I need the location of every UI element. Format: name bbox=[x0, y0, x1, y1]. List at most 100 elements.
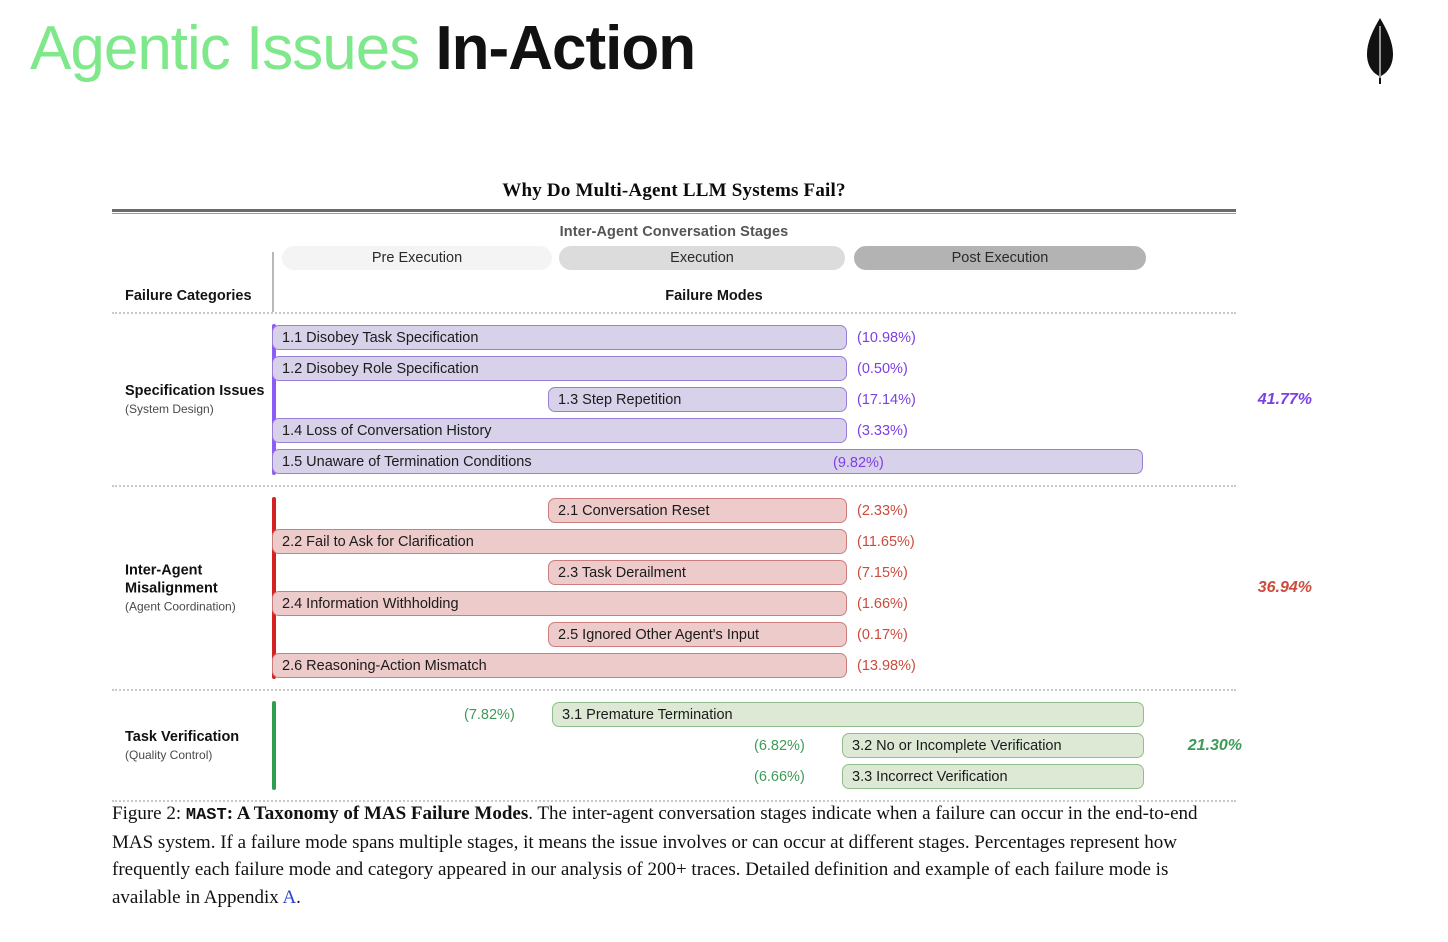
failure-mode-row: 2.5 Ignored Other Agent's Input(0.17%) bbox=[272, 619, 1236, 650]
section-separator bbox=[112, 689, 1236, 691]
category-name: Task Verification bbox=[125, 728, 240, 745]
failure-mode-label: 2.5 Ignored Other Agent's Input bbox=[558, 626, 760, 643]
failure-mode-percent: (17.14%) bbox=[857, 391, 916, 408]
failure-mode-bar-2-2[interactable]: 2.2 Fail to Ask for Clarification bbox=[272, 529, 847, 554]
figure-mast-taxonomy: Why Do Multi-Agent LLM Systems Fail? Int… bbox=[112, 180, 1312, 802]
category-name: Inter-Agent Misalignment bbox=[125, 562, 218, 596]
failure-mode-rows: 3.1 Premature Termination (7.82%) 3.2 No o… bbox=[272, 699, 1236, 792]
mongodb-leaf-logo bbox=[1367, 18, 1393, 84]
failure-mode-percent: (3.33%) bbox=[857, 422, 908, 439]
failure-mode-bar-2-1[interactable]: 2.1 Conversation Reset bbox=[548, 498, 847, 523]
stage-pill-execution[interactable]: Execution bbox=[559, 246, 845, 270]
category-section-inner: Inter-Agent Misalignment (Agent Coordinat… bbox=[112, 487, 1312, 689]
header-vertical-divider bbox=[272, 252, 274, 312]
failure-mode-label: 2.3 Task Derailment bbox=[558, 564, 686, 581]
failure-mode-label: 1.5 Unaware of Termination Conditions bbox=[282, 453, 532, 470]
caption-suffix: . bbox=[296, 886, 301, 908]
failure-mode-bar-1-2[interactable]: 1.2 Disobey Role Specification bbox=[272, 356, 847, 381]
category-section-inner: Task Verification (Quality Control) 3.1 Pr… bbox=[112, 691, 1242, 800]
failure-mode-label: 2.6 Reasoning-Action Mismatch bbox=[282, 657, 487, 674]
failure-mode-bar-2-4[interactable]: 2.4 Information Withholding bbox=[272, 591, 847, 616]
failure-mode-bar-3-3[interactable]: 3.3 Incorrect Verification bbox=[842, 764, 1144, 789]
failure-mode-row: 1.4 Loss of Conversation History (3.33%) bbox=[272, 415, 1236, 446]
caption-appendix-link[interactable]: A bbox=[282, 886, 297, 908]
failure-mode-bar-1-1[interactable]: 1.1 Disobey Task Specification bbox=[272, 325, 847, 350]
failure-mode-label: 3.1 Premature Termination bbox=[562, 706, 733, 723]
failure-mode-label: 2.1 Conversation Reset bbox=[558, 502, 710, 519]
failure-mode-label: 1.3 Step Repetition bbox=[558, 391, 682, 408]
caption-prefix: Figure 2: bbox=[112, 803, 186, 824]
failure-mode-percent: (13.98%) bbox=[857, 657, 916, 674]
category-total-1: 41.77% bbox=[1257, 390, 1312, 408]
failure-mode-bar-2-6[interactable]: 2.6 Reasoning-Action Mismatch bbox=[272, 653, 847, 678]
figure-rule-thin bbox=[112, 213, 1236, 214]
failure-modes-header: Failure Modes bbox=[665, 288, 763, 304]
failure-mode-row: 2.6 Reasoning-Action Mismatch (13.98%) bbox=[272, 650, 1236, 681]
failure-mode-bar-1-4[interactable]: 1.4 Loss of Conversation History bbox=[272, 418, 847, 443]
failure-mode-percent: (6.66%) bbox=[754, 768, 805, 785]
failure-mode-row: 2.2 Fail to Ask for Clarification (11.65%… bbox=[272, 526, 1236, 557]
figure-title: Why Do Multi-Agent LLM Systems Fail? bbox=[502, 180, 846, 201]
category-subtitle: (Quality Control) bbox=[125, 748, 213, 763]
failure-mode-percent: (10.98%) bbox=[857, 329, 916, 346]
category-section-inner: Specification Issues (System Design) 1.1 D… bbox=[112, 314, 1312, 485]
failure-mode-percent: (2.33%) bbox=[857, 502, 908, 519]
stage-axis-caption: Inter-Agent Conversation Stages bbox=[559, 224, 789, 240]
failure-mode-row: 1.1 Disobey Task Specification (10.98%) bbox=[272, 322, 1236, 353]
category-total-3: 21.30% bbox=[1187, 736, 1242, 754]
category-label-1: Specification Issues (System Design) bbox=[125, 383, 271, 417]
failure-mode-row: 2.3 Task Derailment (7.15%) bbox=[272, 557, 1236, 588]
stage-axis: Inter-Agent Conversation Stages Pre Exec… bbox=[112, 224, 1236, 286]
category-label-2: Inter-Agent Misalignment (Agent Coordinat… bbox=[125, 562, 271, 613]
failure-mode-label: 3.2 No or Incomplete Verification bbox=[852, 737, 1062, 754]
failure-mode-bar-2-5[interactable]: 2.5 Ignored Other Agent's Input bbox=[548, 622, 847, 647]
page-title-accent: Agentic Issues bbox=[30, 14, 420, 83]
page-title: Agentic Issues In-Action bbox=[30, 18, 696, 80]
failure-categories-header: Failure Categories bbox=[125, 288, 252, 304]
failure-mode-percent: (9.82%) bbox=[833, 454, 884, 471]
failure-mode-row: 2.1 Conversation Reset (2.33%) bbox=[272, 495, 1236, 526]
failure-mode-row: 1.3 Step Repetition (17.14%) bbox=[272, 384, 1236, 415]
category-spine-2 bbox=[272, 497, 276, 679]
failure-mode-row: 3.1 Premature Termination (7.82%) bbox=[272, 699, 1236, 730]
failure-mode-percent: (1.66%) bbox=[857, 595, 908, 612]
failure-mode-bar-1-5[interactable]: 1.5 Unaware of Termination Conditions (9.… bbox=[272, 449, 1143, 474]
failure-mode-label: 1.4 Loss of Conversation History bbox=[282, 422, 492, 439]
stage-pill-post-execution[interactable]: Post Execution bbox=[854, 246, 1146, 270]
category-label-3: Task Verification (Quality Control) bbox=[125, 729, 271, 763]
category-spine-1 bbox=[272, 324, 276, 475]
section-separator bbox=[112, 800, 1236, 802]
failure-mode-percent: (11.65%) bbox=[857, 533, 915, 550]
failure-mode-label: 2.4 Information Withholding bbox=[282, 595, 459, 612]
caption-body: . The inter-agent conversation stages in… bbox=[112, 803, 1198, 908]
failure-mode-label: 2.2 Fail to Ask for Clarification bbox=[282, 533, 474, 550]
failure-mode-label: 3.3 Incorrect Verification bbox=[852, 768, 1008, 785]
section-separator bbox=[112, 485, 1236, 487]
category-name: Specification Issues bbox=[125, 382, 265, 399]
failure-mode-bar-3-2[interactable]: 3.2 No or Incomplete Verification bbox=[842, 733, 1144, 758]
failure-mode-bar-1-3[interactable]: 1.3 Step Repetition bbox=[548, 387, 847, 412]
failure-mode-percent: (7.15%) bbox=[857, 564, 908, 581]
failure-mode-rows: 1.1 Disobey Task Specification(10.98%)1.… bbox=[272, 322, 1236, 477]
figure-rule-thick bbox=[112, 209, 1236, 212]
caption-bold-title: : A Taxonomy of MAS Failure Modes bbox=[226, 803, 529, 824]
figure-caption: Figure 2: MAST: A Taxonomy of MAS Failur… bbox=[112, 800, 1236, 911]
failure-mode-percent: (7.82%) bbox=[464, 706, 515, 723]
failure-mode-row: 2.4 Information Withholding (1.66%) bbox=[272, 588, 1236, 619]
failure-mode-label: 1.2 Disobey Role Specification bbox=[282, 360, 479, 377]
category-subtitle: (Agent Coordination) bbox=[125, 599, 236, 614]
caption-mast: MAST bbox=[185, 806, 227, 825]
failure-mode-bar-3-1[interactable]: 3.1 Premature Termination bbox=[552, 702, 1144, 727]
section-separator bbox=[112, 312, 1236, 314]
category-subtitle: (System Design) bbox=[125, 402, 214, 417]
failure-mode-row: 3.3 Incorrect Verification (6.66%) bbox=[272, 761, 1236, 792]
failure-mode-row: 3.2 No or Incomplete Verification (6.82%) bbox=[272, 730, 1236, 761]
failure-mode-percent: (6.82%) bbox=[754, 737, 805, 754]
stage-pill-pre-execution[interactable]: Pre Execution bbox=[282, 246, 552, 270]
category-section-2: Inter-Agent Misalignment (Agent Coordinat… bbox=[112, 487, 1312, 689]
failure-mode-percent: (0.50%) bbox=[857, 360, 908, 377]
category-section-3: Task Verification (Quality Control) 3.1 Pr… bbox=[112, 691, 1242, 800]
failure-mode-bar-2-3[interactable]: 2.3 Task Derailment bbox=[548, 560, 847, 585]
failure-mode-row: 1.2 Disobey Role Specification (0.50%) bbox=[272, 353, 1236, 384]
failure-mode-label: 1.1 Disobey Task Specification bbox=[282, 329, 479, 346]
